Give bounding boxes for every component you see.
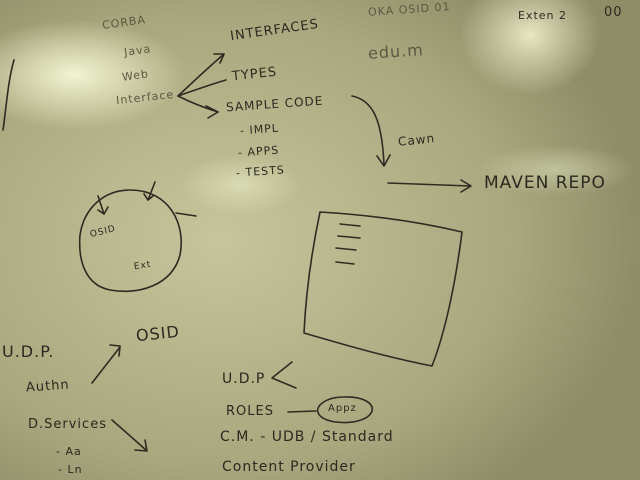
dservices-sub-0: - Aa	[56, 445, 82, 458]
arrow-dservices	[111, 419, 147, 451]
label-udp-left: U.D.P.	[2, 342, 55, 361]
circle-arrow-top-left	[97, 195, 105, 215]
label-roles: ROLES	[226, 404, 274, 419]
label-authn: Authn	[25, 377, 71, 396]
circle-arrow-top-head	[143, 193, 154, 201]
arrowhead-samplecode	[205, 105, 219, 119]
box-line-2	[337, 235, 361, 239]
sample-sub-0: - IMPL	[239, 121, 280, 138]
left-edge-curve	[2, 59, 15, 131]
label-edu: edu.m	[367, 40, 425, 63]
sample-sub-2: - TESTS	[235, 163, 286, 180]
label-content-provider: Content Provider	[222, 459, 356, 475]
label-cm: C.M. - UDB / Standard	[220, 429, 394, 445]
arrowhead-osid	[109, 344, 121, 357]
label-osid-left: OSID	[135, 321, 181, 346]
label-number: 00	[604, 5, 623, 20]
label-extension: Exten 2	[518, 9, 568, 22]
rectangle-box	[303, 211, 463, 367]
box-line-4	[335, 261, 355, 265]
label-d-services: D.Services	[28, 417, 107, 432]
arrow-curve-down	[351, 95, 385, 166]
circle-arrow-top-left-head	[97, 206, 109, 215]
arrow-to-types	[177, 79, 227, 97]
roles-connector	[287, 410, 317, 413]
label-roles-circled: Appz	[328, 403, 357, 414]
arrow-to-maven	[387, 182, 471, 187]
label-udp-center: U.D.P	[222, 371, 266, 387]
sample-sub-1: - APPS	[237, 143, 280, 160]
label-maven-repo: MAVEN REPO	[484, 173, 606, 193]
dservices-sub-1: - Ln	[58, 463, 83, 476]
arrowhead-maven	[460, 179, 472, 193]
arrow-udp-center	[271, 361, 297, 389]
arrowhead-dservices	[134, 439, 148, 452]
osid-circle	[78, 189, 182, 292]
arrowhead-curve-down	[376, 154, 391, 167]
arrow-to-interfaces	[177, 53, 225, 97]
box-line-3	[335, 247, 357, 251]
box-line-1	[339, 223, 361, 227]
arrow-to-osid	[91, 346, 121, 384]
circle-arrow-top	[147, 181, 156, 201]
circle-arrow-right	[175, 212, 197, 217]
appz-ellipse	[316, 396, 373, 424]
stack-item-1: Java	[123, 42, 153, 59]
label-cawn: Cawn	[397, 131, 436, 149]
arrowhead-interfaces	[213, 53, 225, 64]
stack-item-2: Web	[121, 67, 150, 84]
